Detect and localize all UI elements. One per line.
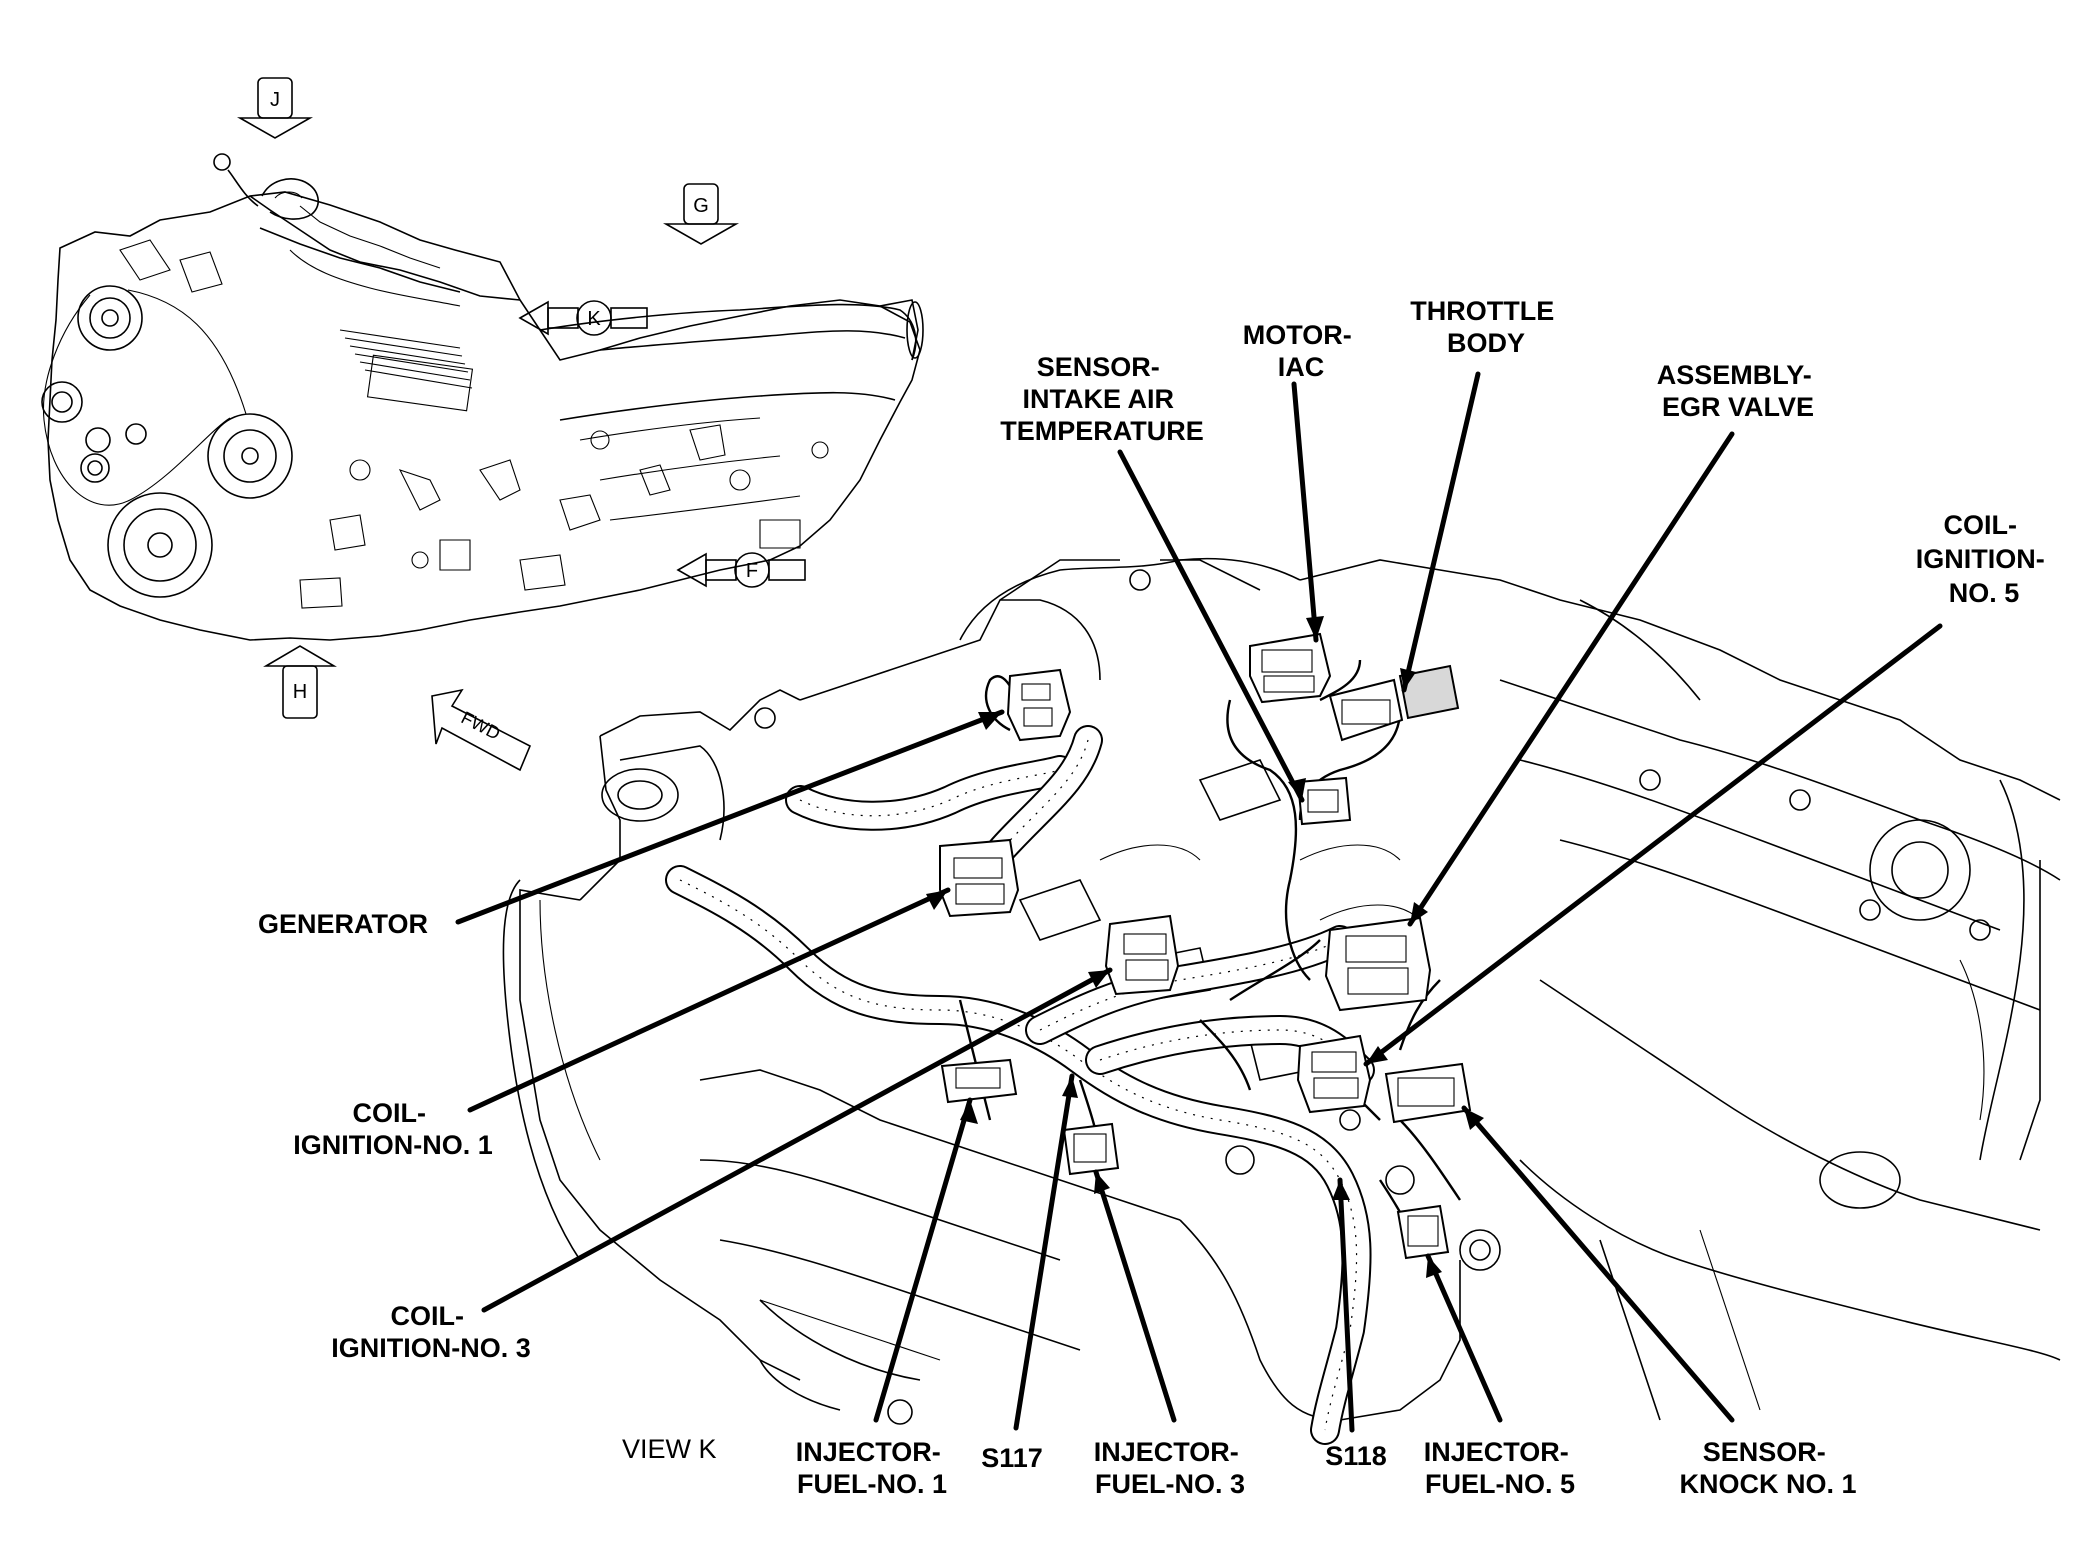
- svg-text:MOTOR- IAC: MOTOR- IAC: [1243, 320, 1360, 382]
- callout-sensor-knock-no1: SENSOR- KNOCK NO. 1: [1679, 1437, 1856, 1499]
- leader-injector-no5: [1425, 1253, 1503, 1423]
- coil-ignition-no3-connector: [1104, 914, 1180, 996]
- svg-text:INJECTOR- FUEL-NO. 5: INJECTOR- FUEL-NO. 5: [1424, 1437, 1577, 1499]
- view-marker-f-label: F: [746, 560, 758, 582]
- svg-text:S117: S117: [981, 1443, 1043, 1473]
- leader-throttle-body: [1401, 371, 1481, 693]
- callout-injector-fuel-no1: INJECTOR- FUEL-NO. 1: [796, 1437, 949, 1499]
- view-marker-k-label: K: [587, 308, 601, 330]
- callout-coil-ignition-no3: COIL- IGNITION-NO. 3: [331, 1301, 531, 1363]
- svg-text:VIEW K: VIEW K: [622, 1434, 717, 1464]
- svg-text:GENERATOR: GENERATOR: [258, 909, 428, 939]
- leader-coil-no1: [467, 887, 951, 1113]
- engine-overview-inset: [41, 153, 924, 641]
- callout-coil-ignition-no5: COIL- IGNITION- NO. 5: [1916, 510, 2053, 608]
- callout-throttle-body: THROTTLE BODY: [1410, 296, 1562, 358]
- sensor-iat-connector: [1296, 776, 1352, 826]
- view-marker-f: F: [676, 552, 806, 588]
- leader-knock-sensor: [1461, 1105, 1735, 1423]
- callout-coil-ignition-no1: COIL- IGNITION-NO. 1: [293, 1098, 493, 1160]
- view-marker-j-label: J: [270, 89, 280, 111]
- callout-s118: S118: [1325, 1441, 1387, 1471]
- generator-connector: [1006, 668, 1072, 742]
- engine-detail-view: [502, 557, 2061, 1425]
- leader-injector-no3: [1093, 1169, 1177, 1423]
- coil-ignition-no1-connector: [939, 838, 1020, 918]
- injector-fuel-no1-connector: [940, 1058, 1018, 1104]
- leader-egr-valve: [1407, 431, 1735, 927]
- callout-generator: GENERATOR: [258, 909, 428, 939]
- label-generator: GENERATOR: [258, 909, 428, 939]
- svg-text:COIL- IGNITION- NO: COIL- IGNITION- NO. 5: [1916, 510, 2053, 608]
- view-marker-g-label: G: [693, 195, 709, 217]
- leader-coil-no5: [1363, 623, 1943, 1067]
- callout-assembly-egr-valve: ASSEMBLY- EGR VALVE: [1657, 360, 1820, 422]
- view-marker-h-label: H: [293, 681, 307, 703]
- forward-arrow-label: FWD: [458, 707, 504, 743]
- forward-arrow: FWD: [431, 688, 532, 772]
- callout-injector-fuel-no5: INJECTOR- FUEL-NO. 5: [1424, 1437, 1577, 1499]
- svg-text:COIL- IGNITION-NO. 3: COIL- IGNITION-NO. 3: [331, 1301, 531, 1363]
- injector-fuel-no3-connector: [1062, 1122, 1120, 1176]
- view-marker-g: G: [662, 183, 740, 245]
- callout-s117: S117: [981, 1443, 1043, 1473]
- svg-text:SENSOR- INTAKE AIR: SENSOR- INTAKE AIR TEMPERATURE: [1000, 352, 1204, 446]
- svg-text:THROTTLE BODY: THROTTLE BODY: [1410, 296, 1562, 358]
- view-title: VIEW K: [622, 1434, 717, 1464]
- callout-motor-iac: MOTOR- IAC: [1243, 320, 1360, 382]
- view-marker-h: H: [263, 645, 337, 719]
- leader-sensor-iat: [1117, 449, 1305, 803]
- callout-injector-fuel-no3: INJECTOR- FUEL-NO. 3: [1094, 1437, 1247, 1499]
- view-marker-k: K: [518, 300, 648, 336]
- motor-iac-connector: [1249, 632, 1332, 704]
- coil-ignition-no5-connector: [1296, 1034, 1372, 1114]
- leader-generator: [455, 709, 1005, 925]
- leader-lines: [455, 371, 1943, 1433]
- knock-sensor-connector: [1384, 1062, 1472, 1124]
- leader-coil-no3: [481, 967, 1113, 1313]
- leader-injector-no1: [873, 1097, 973, 1423]
- svg-text:COIL- IGNITION-NO. 1: COIL- IGNITION-NO. 1: [293, 1098, 493, 1160]
- svg-text:ASSEMBLY- EGR VALVE: ASSEMBLY- EGR VALVE: [1657, 360, 1820, 422]
- leader-motor-iac: [1291, 381, 1319, 643]
- view-marker-j: J: [236, 77, 314, 139]
- svg-text:SENSOR- KNOCK NO. 1: SENSOR- KNOCK NO. 1: [1679, 1437, 1856, 1499]
- injector-fuel-no5-connector: [1396, 1204, 1450, 1260]
- svg-text:S118: S118: [1325, 1441, 1387, 1471]
- throttle-body-connector: [1328, 664, 1460, 742]
- connectors: [939, 632, 1472, 1260]
- leader-s118: [1337, 1177, 1355, 1433]
- leader-s117: [1013, 1073, 1075, 1431]
- svg-text:INJECTOR- FUEL-NO. 3: INJECTOR- FUEL-NO. 3: [1094, 1437, 1247, 1499]
- svg-text:INJECTOR- FUEL-NO. 1: INJECTOR- FUEL-NO. 1: [796, 1437, 949, 1499]
- callout-sensor-intake-air-temperature: SENSOR- INTAKE AIR TEMPERATURE: [1000, 352, 1204, 446]
- egr-valve-connector: [1324, 916, 1432, 1012]
